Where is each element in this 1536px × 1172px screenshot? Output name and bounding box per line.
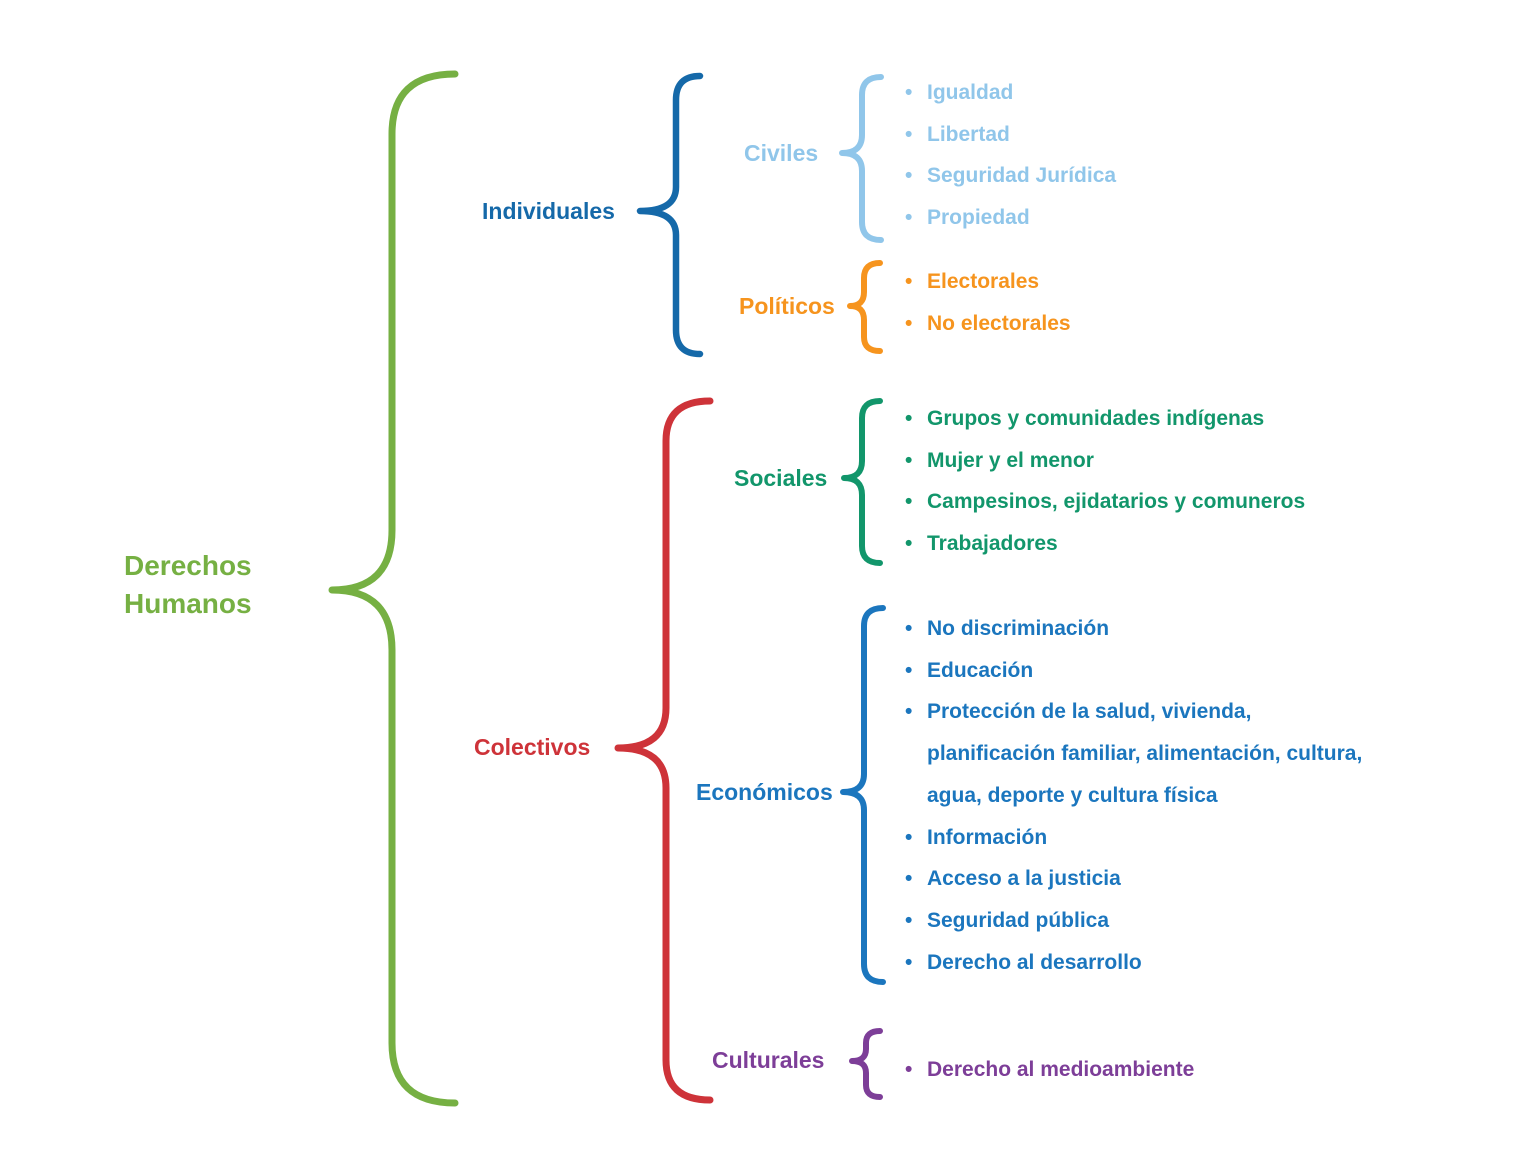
label-sociales: Sociales xyxy=(734,465,828,491)
list-item: • Electorales xyxy=(905,261,1071,303)
list-item-text: Mujer y el menor xyxy=(927,448,1094,472)
list-item-text: Derecho al medioambiente xyxy=(927,1058,1195,1081)
list-item-text: Seguridad Jurídica xyxy=(927,164,1117,188)
bullet-icon: • xyxy=(905,617,913,640)
list-item-text: Propiedad xyxy=(927,206,1030,230)
economicos-list: • No discriminación • Educación • Protec… xyxy=(905,608,1367,983)
bullet-icon: • xyxy=(905,311,913,335)
bullet-icon: • xyxy=(905,825,913,849)
list-item-text: Igualdad xyxy=(927,81,1014,104)
label-civiles: Civiles xyxy=(744,140,819,166)
brace-colectivos xyxy=(614,397,714,1104)
list-item: • Libertad xyxy=(905,114,1116,156)
brace-individuales xyxy=(636,72,704,358)
bullet-icon: • xyxy=(905,908,913,932)
list-item-text: No discriminación xyxy=(927,617,1110,640)
list-item-text: Educación xyxy=(927,658,1034,682)
brace-civiles xyxy=(839,74,884,243)
culturales-list: • Derecho al medioambiente xyxy=(905,1049,1194,1091)
brace-derechos-humanos xyxy=(328,70,459,1107)
brace-culturales xyxy=(849,1028,883,1100)
bullet-icon: • xyxy=(905,867,913,891)
bullet-icon: • xyxy=(905,532,913,556)
list-item-text: Protección de la salud, vivienda, planif… xyxy=(927,700,1363,807)
list-item-text: Electorales xyxy=(927,270,1040,293)
bullet-icon: • xyxy=(905,122,913,146)
list-item-text: Seguridad pública xyxy=(927,908,1110,932)
bullet-icon: • xyxy=(905,206,913,230)
bullet-icon: • xyxy=(905,700,913,724)
list-item-text: Trabajadores xyxy=(927,532,1058,556)
brace-sociales xyxy=(841,398,883,566)
bullet-icon: • xyxy=(905,407,913,430)
list-item: • Información xyxy=(905,817,1367,859)
politicos-list: • Electorales • No electorales xyxy=(905,261,1071,344)
bullet-icon: • xyxy=(905,490,913,514)
list-item: • Educación xyxy=(905,650,1367,692)
bullet-icon: • xyxy=(905,81,913,104)
list-item: • Seguridad pública xyxy=(905,900,1367,942)
bullet-icon: • xyxy=(905,448,913,472)
list-item: • Derecho al medioambiente xyxy=(905,1049,1194,1091)
bullet-icon: • xyxy=(905,164,913,188)
list-item: • No electorales xyxy=(905,303,1071,345)
list-item: • Derecho al desarrollo xyxy=(905,942,1367,984)
label-individuales: Individuales xyxy=(482,198,615,224)
list-item: • Grupos y comunidades indígenas xyxy=(905,398,1305,440)
list-item-text: Derecho al desarrollo xyxy=(927,950,1142,974)
list-item: • Seguridad Jurídica xyxy=(905,155,1116,197)
brace-economicos xyxy=(840,605,886,985)
list-item: • Propiedad xyxy=(905,197,1116,239)
list-item: • Mujer y el menor xyxy=(905,440,1305,482)
list-item: • Igualdad xyxy=(905,72,1116,114)
list-item-text: Grupos y comunidades indígenas xyxy=(927,407,1265,430)
list-item-text: Campesinos, ejidatarios y comuneros xyxy=(927,490,1306,514)
bullet-icon: • xyxy=(905,950,913,974)
list-item: • Acceso a la justicia xyxy=(905,858,1367,900)
list-item-text: Libertad xyxy=(927,122,1010,146)
label-culturales: Culturales xyxy=(712,1047,825,1073)
list-item-text: Acceso a la justicia xyxy=(927,867,1121,891)
label-politicos: Políticos xyxy=(739,293,835,319)
bullet-icon: • xyxy=(905,270,913,293)
sociales-list: • Grupos y comunidades indígenas • Mujer… xyxy=(905,398,1305,565)
civiles-list: • Igualdad • Libertad • Seguridad Jurídi… xyxy=(905,72,1116,239)
label-colectivos: Colectivos xyxy=(474,734,591,760)
list-item-text: No electorales xyxy=(927,311,1071,335)
list-item: • Campesinos, ejidatarios y comuneros xyxy=(905,481,1305,523)
list-item: • Protección de la salud, vivienda, plan… xyxy=(905,691,1367,816)
label-derechos-humanos: Derechos Humanos xyxy=(124,550,252,619)
bullet-icon: • xyxy=(905,658,913,682)
label-economicos: Económicos xyxy=(696,779,833,805)
list-item-text: Información xyxy=(927,825,1048,849)
brace-politicos xyxy=(847,260,883,354)
list-item: • Trabajadores xyxy=(905,523,1305,565)
bullet-icon: • xyxy=(905,1058,913,1081)
list-item: • No discriminación xyxy=(905,608,1367,650)
